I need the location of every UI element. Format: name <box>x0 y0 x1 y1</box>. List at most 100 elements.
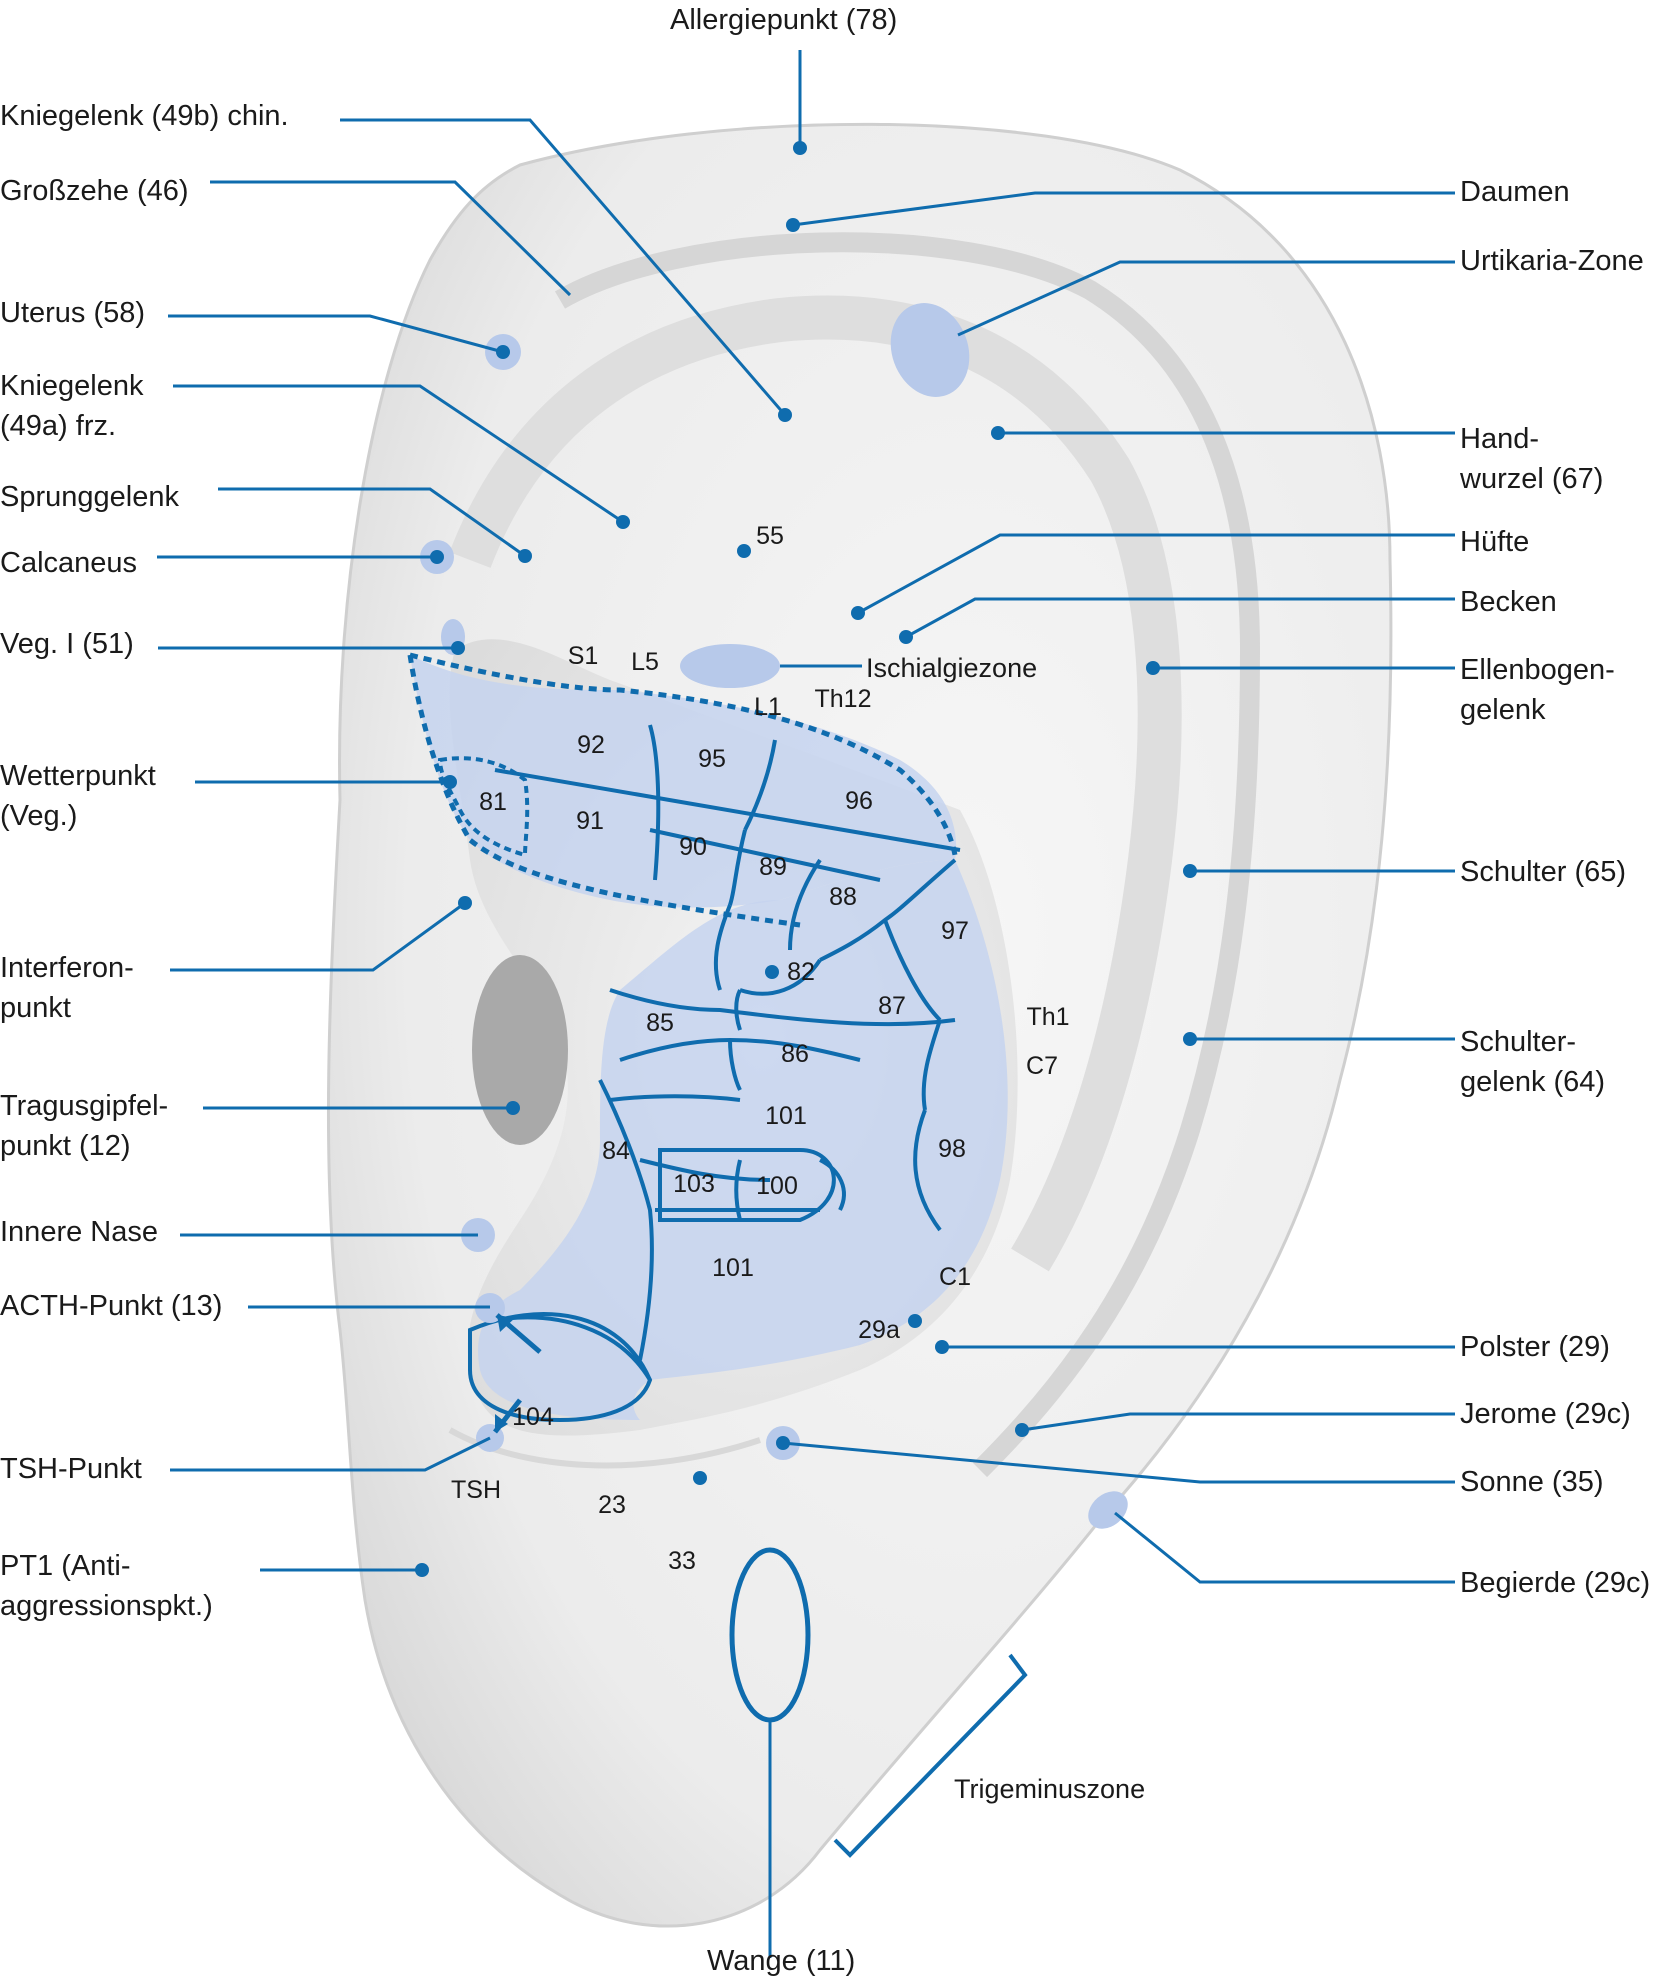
label-innere-nase: Innere Nase <box>0 1216 158 1248</box>
inner-86: 86 <box>781 1040 809 1068</box>
label-acth: ACTH-Punkt (13) <box>0 1290 223 1322</box>
point-jerome <box>1015 1423 1029 1437</box>
label-sprunggelenk: Sprunggelenk <box>0 481 179 513</box>
inner-s1: S1 <box>567 642 599 670</box>
urtikaria-zone-shape <box>890 303 970 397</box>
inner-101a: 101 <box>765 1102 807 1130</box>
inner-89: 89 <box>759 853 787 881</box>
label-kniegelenk-49a: Kniegelenk (49a) frz. <box>0 370 144 442</box>
label-allergiepunkt: Allergiepunkt (78) <box>670 4 898 36</box>
leader-uterus <box>168 314 504 354</box>
point-kniegelenk-49b <box>778 408 792 422</box>
point-kniegelenk-49a <box>616 515 630 529</box>
point-55 <box>737 544 751 558</box>
points <box>415 141 1197 1577</box>
label-interferonpunkt: Interferon- punkt <box>0 952 134 1024</box>
label-grosszehe: Großzehe (46) <box>0 175 189 207</box>
label-jerome: Jerome (29c) <box>1460 1398 1631 1430</box>
inner-l1: L1 <box>754 693 782 721</box>
label-wetterpunkt: Wetterpunkt (Veg.) <box>0 760 156 832</box>
inner-th12: Th12 <box>814 685 872 713</box>
leader-daumen <box>792 191 1455 227</box>
ear-canal <box>472 955 568 1145</box>
point-uterus <box>496 345 510 359</box>
label-ellenbogen: Ellenbogen- gelenk <box>1460 654 1615 726</box>
leader-interferonpunkt <box>170 901 466 972</box>
leader-huefte <box>857 533 1455 615</box>
leader-kniegelenk-49b <box>340 118 787 416</box>
label-begierde: Begierde (29c) <box>1460 1567 1651 1599</box>
point-23 <box>693 1471 707 1485</box>
point-interferonpunkt <box>458 896 472 910</box>
inner-c1: C1 <box>939 1263 971 1291</box>
inner-96: 96 <box>845 787 873 815</box>
inner-98: 98 <box>938 1135 966 1163</box>
leader-sonne <box>782 1441 1455 1484</box>
point-polster <box>935 1340 949 1354</box>
zone-104-outline <box>468 1312 653 1423</box>
inner-104: 104 <box>512 1403 554 1431</box>
inner-55: 55 <box>756 522 784 550</box>
point-calcaneus <box>430 550 444 564</box>
inner-97: 97 <box>941 917 969 945</box>
inner-29a: 29a <box>858 1316 900 1344</box>
inner-100: 100 <box>756 1172 798 1200</box>
label-trigeminuszone: Trigeminuszone <box>954 1774 1146 1804</box>
label-urtikaria: Urtikaria-Zone <box>1460 245 1644 277</box>
inner-81: 81 <box>479 788 507 816</box>
leader-urtikaria <box>957 260 1455 337</box>
label-huefte: Hüfte <box>1460 526 1530 558</box>
point-ellenbogen <box>1146 661 1160 675</box>
leader-kniegelenk-49a <box>173 384 624 524</box>
label-uterus: Uterus (58) <box>0 297 146 329</box>
label-kniegelenk-49b: Kniegelenk (49b) chin. <box>0 100 289 132</box>
leader-tsh <box>170 1436 491 1472</box>
label-daumen: Daumen <box>1460 176 1570 208</box>
inner-101b: 101 <box>712 1254 754 1282</box>
inner-23: 23 <box>598 1491 626 1519</box>
inner-95: 95 <box>698 745 726 773</box>
point-29a <box>908 1314 922 1328</box>
point-tragusgipfelpunkt <box>506 1101 520 1115</box>
label-tragusgipfelpunkt: Tragusgipfel- punkt (12) <box>0 1090 169 1162</box>
point-82 <box>765 965 779 979</box>
inner-zone-lower <box>478 860 1008 1420</box>
inner-103: 103 <box>673 1170 715 1198</box>
label-becken: Becken <box>1460 586 1557 618</box>
leader-sprunggelenk <box>218 487 526 558</box>
point-wetterpunkt <box>443 775 457 789</box>
label-schulter: Schulter (65) <box>1460 856 1627 888</box>
point-sonne <box>776 1436 790 1450</box>
point-handwurzel <box>991 426 1005 440</box>
inner-91: 91 <box>576 807 604 835</box>
dashed-zone-outline-left <box>407 654 801 928</box>
trigeminus-bracket <box>833 1653 1028 1858</box>
leader-becken <box>905 597 1455 639</box>
inner-84: 84 <box>602 1137 630 1165</box>
label-pt1: PT1 (Anti- aggressionspkt.) <box>0 1550 213 1622</box>
inner-th1: Th1 <box>1026 1003 1070 1031</box>
inner-85: 85 <box>646 1009 674 1037</box>
inner-l5: L5 <box>631 648 659 676</box>
label-calcaneus: Calcaneus <box>0 547 138 579</box>
inner-88: 88 <box>829 883 857 911</box>
label-polster: Polster (29) <box>1460 1331 1610 1363</box>
leader-lines <box>157 50 1455 1958</box>
dashed-81 <box>437 756 530 858</box>
point-allergiepunkt <box>793 141 807 155</box>
point-becken <box>899 630 913 644</box>
inner-82: 82 <box>787 958 815 986</box>
label-schultergelenk: Schulter- gelenk (64) <box>1460 1026 1606 1098</box>
ischialgie-zone-shape <box>680 644 780 688</box>
point-daumen <box>786 218 800 232</box>
label-sonne: Sonne (35) <box>1460 1466 1604 1498</box>
point-pt1 <box>415 1563 429 1577</box>
point-schulter <box>1183 864 1197 878</box>
label-handwurzel: Hand- wurzel (67) <box>1460 423 1604 495</box>
inner-zone-upper <box>410 655 957 908</box>
label-veg-i: Veg. I (51) <box>0 628 134 660</box>
inner-c7: C7 <box>1026 1052 1058 1080</box>
leader-jerome <box>1021 1412 1455 1432</box>
